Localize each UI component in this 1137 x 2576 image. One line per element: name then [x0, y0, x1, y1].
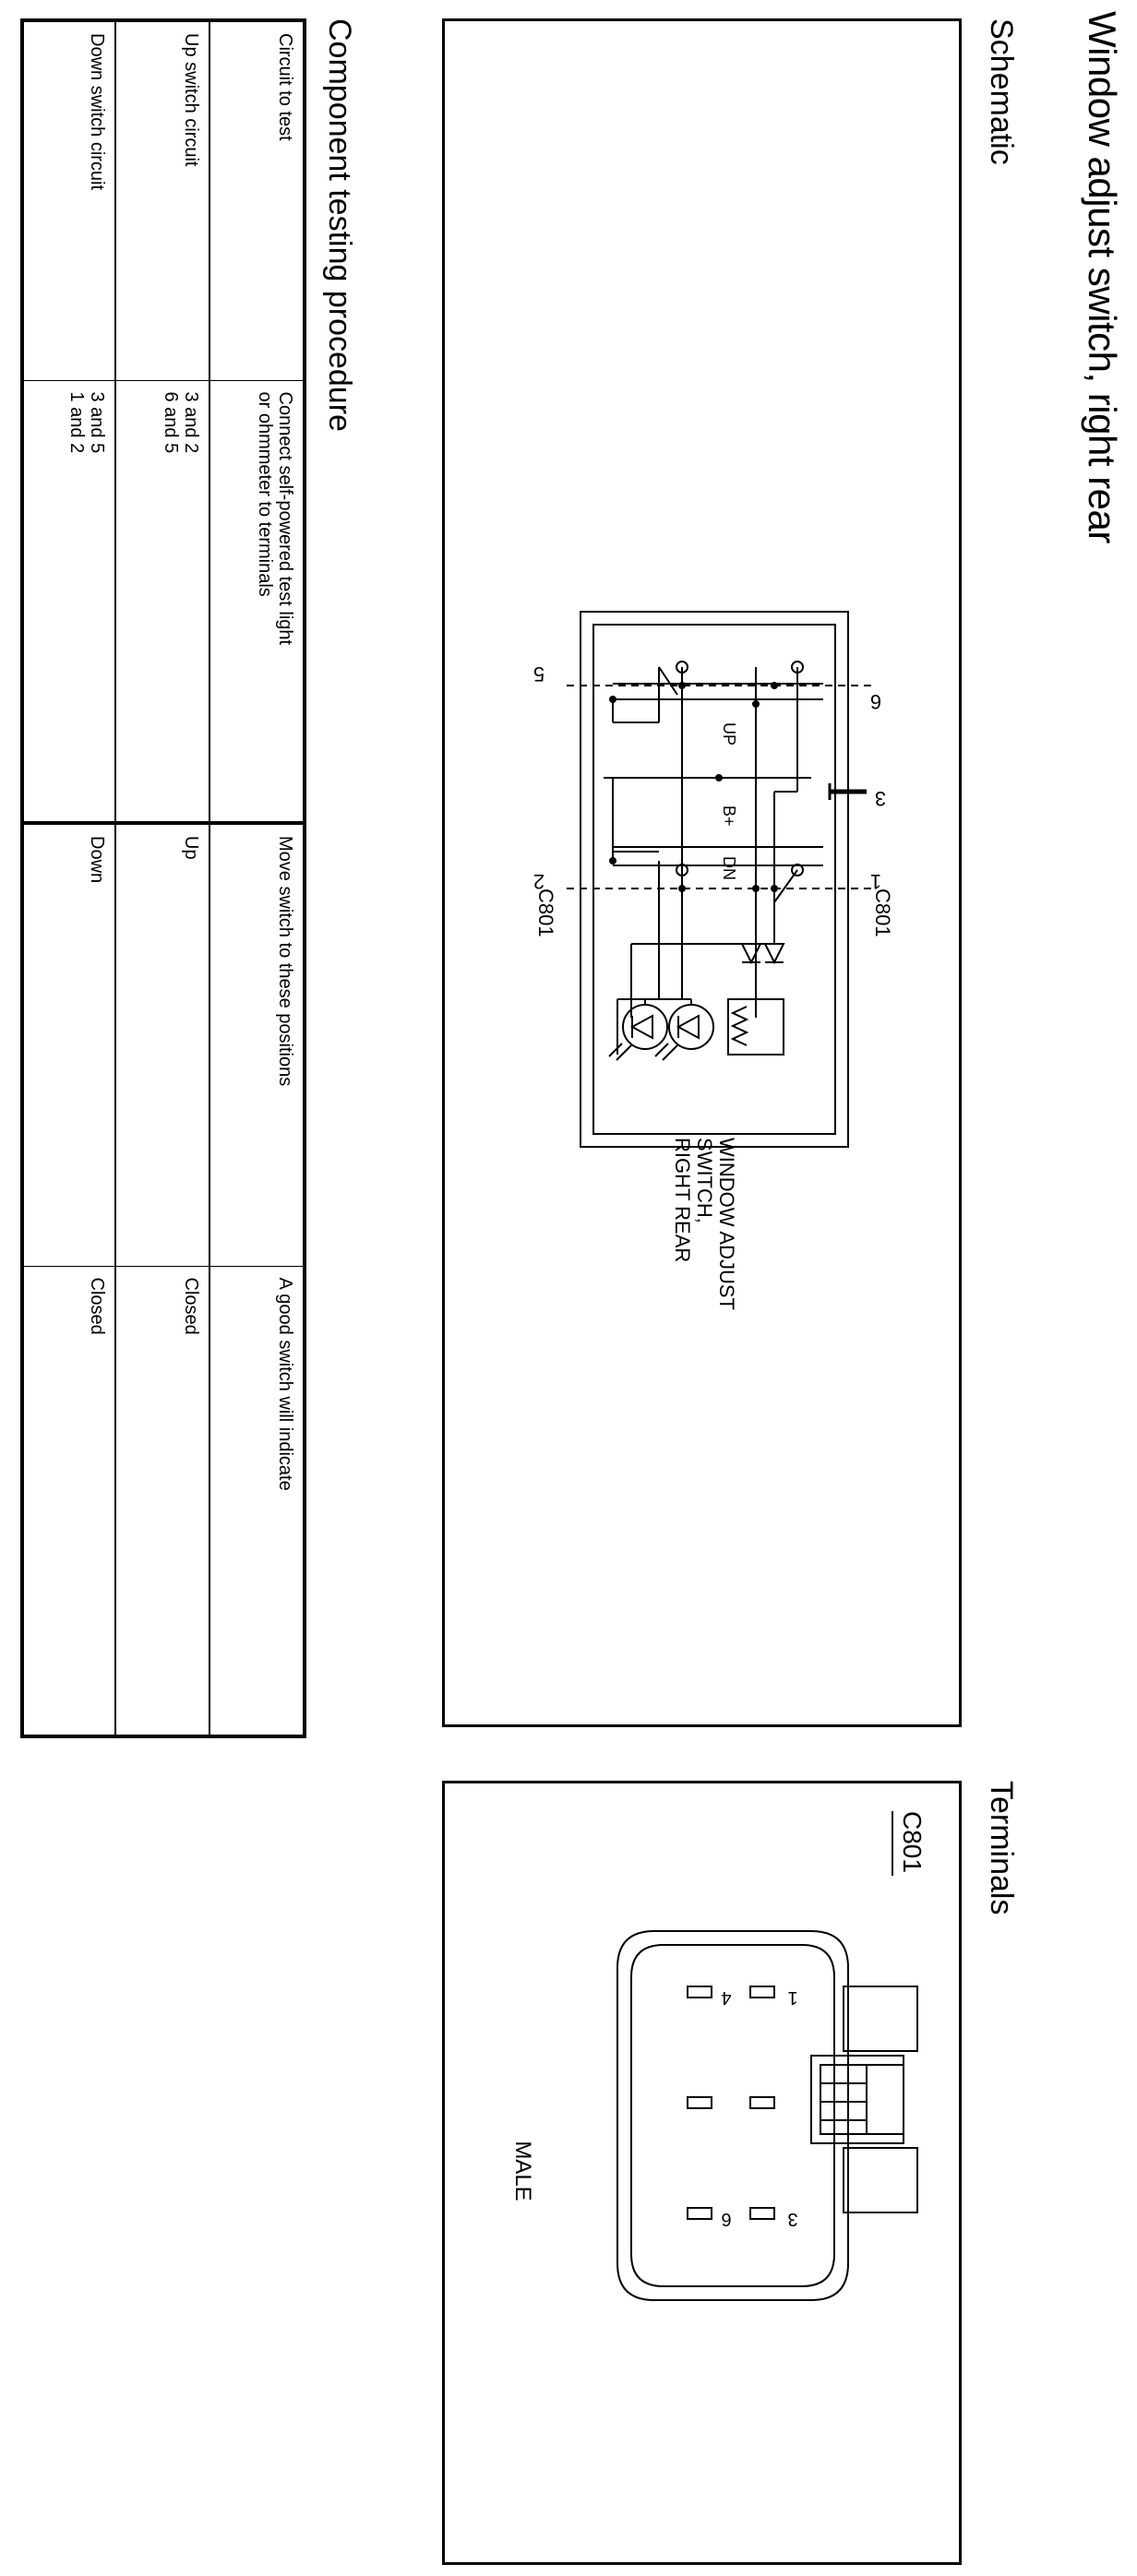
connector-gender: MALE [510, 2141, 535, 2200]
pin-label-2: 2 [533, 870, 545, 893]
connector-face-diagram: C801 MALE 1 3 4 6 [510, 1811, 927, 2301]
pin-label-3: 3 [875, 787, 886, 810]
cell-indication: Closed [22, 1266, 116, 1736]
table-row: Down switch circuit 3 and 5 1 and 2 Down… [22, 20, 116, 1736]
pin-cavity-1 [749, 1986, 775, 1998]
cell-circuit: Up switch circuit [115, 20, 209, 380]
terminal-pin-label-4: 4 [721, 1987, 731, 2008]
switch-dn-label: DN [720, 856, 738, 880]
switch-housing-outer [580, 611, 849, 1148]
terminal-pin-label-1: 1 [787, 1987, 797, 2008]
schematic-label: Schematic [984, 18, 1019, 165]
schematic-panel: 6 3 1 C801 5 2 C801 UP B+ DN WINDOW ADJU… [442, 18, 962, 1727]
terminals-label: Terminals [984, 1781, 1019, 1915]
terminal-connector-id: C801 [898, 1811, 927, 1873]
switch-up-label: UP [720, 722, 738, 745]
pin-cavity-5 [687, 2096, 712, 2109]
header-good-switch-indication: A good switch will indicate [209, 1266, 305, 1736]
terminal-pin-label-3: 3 [787, 2209, 797, 2229]
pin-cavity-3 [749, 2207, 775, 2220]
pin-cavity-4 [687, 1986, 712, 1998]
component-caption-line-1: WINDOW ADJUST [715, 1138, 738, 1310]
cell-indication: Closed [115, 1266, 209, 1736]
pin-label-6: 6 [870, 690, 881, 713]
header-connect-terminals: Connect self-powered test light or ohmme… [209, 380, 305, 823]
header-circuit-to-test: Circuit to test [209, 20, 305, 380]
pin-cavity-2 [749, 2096, 775, 2109]
connector-shell-outer [616, 1930, 849, 2301]
component-caption: WINDOW ADJUST SWITCH, RIGHT REAR [671, 1138, 738, 1310]
cell-circuit: Down switch circuit [22, 20, 116, 380]
cell-position: Up [115, 823, 209, 1266]
table-header-row: Circuit to test Connect self-powered tes… [209, 20, 305, 1736]
switch-bplus-label: B+ [720, 805, 738, 827]
header-switch-positions: Move switch to these positions [209, 823, 305, 1266]
switch-housing-inner [592, 624, 836, 1135]
terminals-panel: C801 MALE 1 3 4 6 [442, 1781, 962, 2565]
cell-terminals: 3 and 2 6 and 5 [115, 380, 209, 823]
schematic-diagram: 6 3 1 C801 5 2 C801 UP B+ DN [533, 611, 894, 1148]
page-title: Window adjust switch, right rear [1081, 11, 1124, 543]
terminal-pin-label-6: 6 [721, 2209, 731, 2229]
pin-label-5: 5 [533, 662, 545, 686]
cell-position: Down [22, 823, 116, 1266]
pin-label-1: 1 [870, 870, 881, 893]
cell-terminals: 3 and 5 1 and 2 [22, 380, 116, 823]
procedure-label: Component testing procedure [322, 18, 357, 432]
table-row: Up switch circuit 3 and 2 6 and 5 Up Clo… [115, 20, 209, 1736]
component-testing-table: Circuit to test Connect self-powered tes… [20, 18, 306, 1738]
connector-latch [810, 2055, 904, 2144]
connector-id-top: C801 [871, 888, 894, 937]
component-caption-line-3: RIGHT REAR [671, 1138, 694, 1263]
component-caption-line-2: SWITCH, [693, 1138, 716, 1223]
connector-id-bottom: C801 [534, 888, 557, 937]
connector-shell-inner [630, 1944, 835, 2287]
pin-cavity-6 [687, 2207, 712, 2220]
